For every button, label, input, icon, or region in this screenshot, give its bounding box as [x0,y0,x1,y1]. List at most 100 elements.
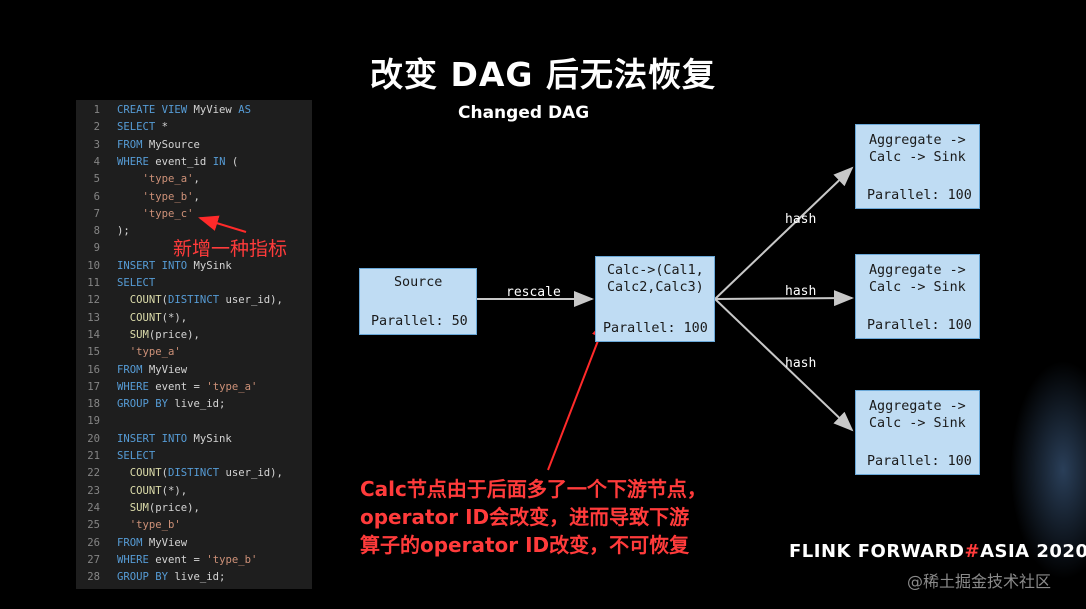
code-line: 9 [76,240,312,257]
code-line: 11 SELECT [76,275,312,292]
brand-hash: # [964,541,981,562]
code-token: MyView [148,536,188,549]
page-title: 改变 DAG 后无法恢复 [370,55,716,94]
decorative-glow [1010,360,1086,580]
line-number: 28 [87,571,100,584]
code-token: SUM [129,501,149,514]
line-number: 24 [87,501,100,514]
code-token: , [193,173,200,186]
line-number: 23 [87,484,100,497]
line-number: 9 [93,242,100,255]
code-line: 18 GROUP BY live_id; [76,396,312,413]
line-number: 14 [87,328,100,341]
code-annotation: 新增一种指标 [173,238,288,260]
dag-annotation-line-3: 算子的operator ID改变，不可恢复 [360,533,690,557]
line-number: 8 [93,225,100,238]
code-token: 'type_a' [142,173,194,186]
node-calc: Calc->(Cal1, Calc2,Calc3) Parallel: 100 [595,256,715,342]
code-token: SELECT [117,121,162,134]
node-aggregate-2: Aggregate -> Calc -> Sink Parallel: 100 [855,254,980,339]
edge-label-hash-3: hash [785,356,817,371]
code-token: IN [212,155,232,168]
node-source-label: Source [394,275,443,290]
code-token: 'type_b' [142,190,194,203]
node-aggregate-2-label: Aggregate -> Calc -> Sink [869,263,966,295]
code-token: , [193,190,200,203]
line-number: 27 [87,553,100,566]
flink-forward-logo: FLINK FORWARD#ASIA 2020 [789,541,1086,562]
code-token: MySink [193,432,232,445]
line-number: 7 [93,207,100,220]
line-number: 18 [87,398,100,411]
line-number: 15 [87,346,100,359]
dag-annotation: Calc节点由于后面多了一个下游节点， operator ID会改变，进而导致下… [360,475,707,559]
node-calc-label: Calc->(Cal1, Calc2,Calc3) [607,263,704,295]
code-token: (price), [148,328,200,341]
line-number: 22 [87,467,100,480]
code-token: 'type_a' [129,346,181,359]
code-line: 28 GROUP BY live_id; [76,569,312,586]
code-token: 'type_c' [142,207,194,220]
code-token: event = [155,553,207,566]
code-token: GROUP BY [117,571,175,584]
node-aggregate-3-parallel: Parallel: 100 [867,454,972,469]
line-number: 26 [87,536,100,549]
line-number: 19 [87,415,100,428]
code-token: INSERT INTO [117,259,194,272]
code-token: ( [161,294,169,307]
line-number: 21 [87,450,100,462]
line-number: 25 [87,519,100,532]
code-token: ( [161,467,169,480]
code-token: live_id; [174,398,226,411]
code-token: FROM [117,363,149,376]
dag-annotation-arrow [547,318,607,471]
dag-annotation-line-1: Calc节点由于后面多了一个下游节点， [360,477,707,501]
code-token: FROM [117,138,149,151]
code-token: SUM [129,328,149,341]
edge-hash-3 [714,298,854,432]
line-number: 20 [87,432,100,445]
line-number: 11 [87,277,100,289]
code-token: COUNT [129,294,162,307]
code-token: DISTINCT [168,467,226,480]
line-number: 5 [93,173,100,186]
line-number: 10 [87,259,100,272]
code-token: MySource [148,138,200,151]
code-line: 24 SUM(price), [76,500,312,517]
code-token: user_id), [225,467,283,480]
code-line: 14 SUM(price), [76,327,312,344]
code-token: (price), [148,501,200,514]
code-line: 8); [76,223,312,240]
code-token: live_id; [174,571,226,584]
code-line: 6 'type_b', [76,189,312,206]
code-line: 15 'type_a' [76,344,312,361]
code-token: WHERE [117,155,156,168]
code-token: SELECT [117,277,156,289]
code-line: 25 'type_b' [76,517,312,534]
code-line: 19 [76,413,312,430]
node-aggregate-1: Aggregate -> Calc -> Sink Parallel: 100 [855,124,980,209]
line-number: 17 [87,380,100,393]
code-line: 23 COUNT(*), [76,483,312,500]
line-number: 12 [87,294,100,307]
code-token: 'type_b' [129,519,181,532]
code-token: GROUP BY [117,398,175,411]
brand-main: FLINK FORWARD [789,541,965,562]
code-token: WHERE [117,380,156,393]
code-line: 22 COUNT(DISTINCT user_id), [76,465,312,482]
code-token: DISTINCT [168,294,226,307]
line-number: 2 [93,121,100,134]
node-aggregate-1-parallel: Parallel: 100 [867,188,972,203]
code-token: WHERE [117,553,156,566]
node-aggregate-2-parallel: Parallel: 100 [867,318,972,333]
code-line: 5 'type_a', [76,171,312,188]
